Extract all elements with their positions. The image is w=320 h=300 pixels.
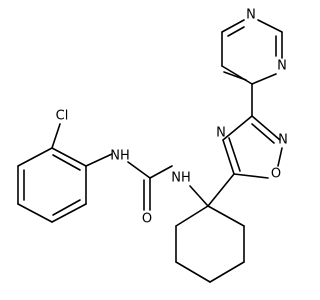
bond-nh-carbonyl — [127, 161, 151, 179]
bond-c6-c1 — [51, 147, 87, 167]
bond-ox-c3-n2-inner — [251, 123, 275, 144]
bond-c6-c1-inner — [52, 154, 81, 171]
bond-cy6 — [207, 205, 245, 227]
bond-c1-c2 — [17, 147, 53, 167]
bond-ox-c5-n4 — [222, 139, 235, 175]
bond-cy1 — [175, 205, 209, 227]
bond-pz3-inner — [227, 26, 245, 37]
bond-c6-nh — [85, 153, 113, 167]
bond-pz6 — [251, 73, 277, 85]
bond-carbonyl-nh2 — [149, 165, 173, 179]
atom-label-oxadiazole-o: O — [271, 167, 281, 182]
bond-nh2-quatc — [189, 185, 209, 207]
atom-label-oxadiazole-n-left: N — [216, 126, 226, 141]
bond-ox-o1-c5 — [233, 173, 269, 179]
bond-pz1-inner — [223, 71, 247, 81]
atom-label-nh-left: NH — [110, 149, 130, 164]
bond-pz3 — [221, 19, 245, 33]
atom-label-pyrazine-n-top: N — [246, 8, 256, 23]
bond-c3-c4 — [17, 203, 53, 223]
bond-pz1 — [221, 65, 253, 85]
atom-label-oxadiazole-n-right: N — [278, 133, 288, 148]
bond-ox-c5-n4-inner — [228, 137, 241, 172]
bond-ox-n2-o1 — [277, 147, 283, 167]
bond-cy4 — [209, 261, 245, 283]
atom-label-pyrazine-n-bottom: N — [277, 59, 287, 74]
atom-label-carbonyl-o: O — [142, 212, 152, 227]
atom-label-cl: Cl — [56, 109, 69, 124]
bond-c4-c5-inner — [52, 199, 81, 216]
bond-c4-c5 — [51, 203, 87, 223]
atom-label-nh-right: NH — [171, 171, 191, 186]
bond-c1-cl — [51, 123, 61, 149]
molecule-structure-drawing: Cl NH O NH N N O N N — [17, 8, 288, 283]
bond-ox-c3-n2 — [251, 115, 281, 141]
structure-canvas: Cl NH O NH N N O N N — [17, 8, 288, 283]
bond-cy3 — [175, 261, 211, 283]
bond-ox-n4-c3 — [222, 115, 253, 141]
bond-pz4 — [257, 19, 283, 33]
bonds — [17, 19, 283, 283]
atom-labels: Cl NH O NH N N O N N — [56, 8, 288, 227]
bond-quatc-c5 — [207, 173, 235, 207]
